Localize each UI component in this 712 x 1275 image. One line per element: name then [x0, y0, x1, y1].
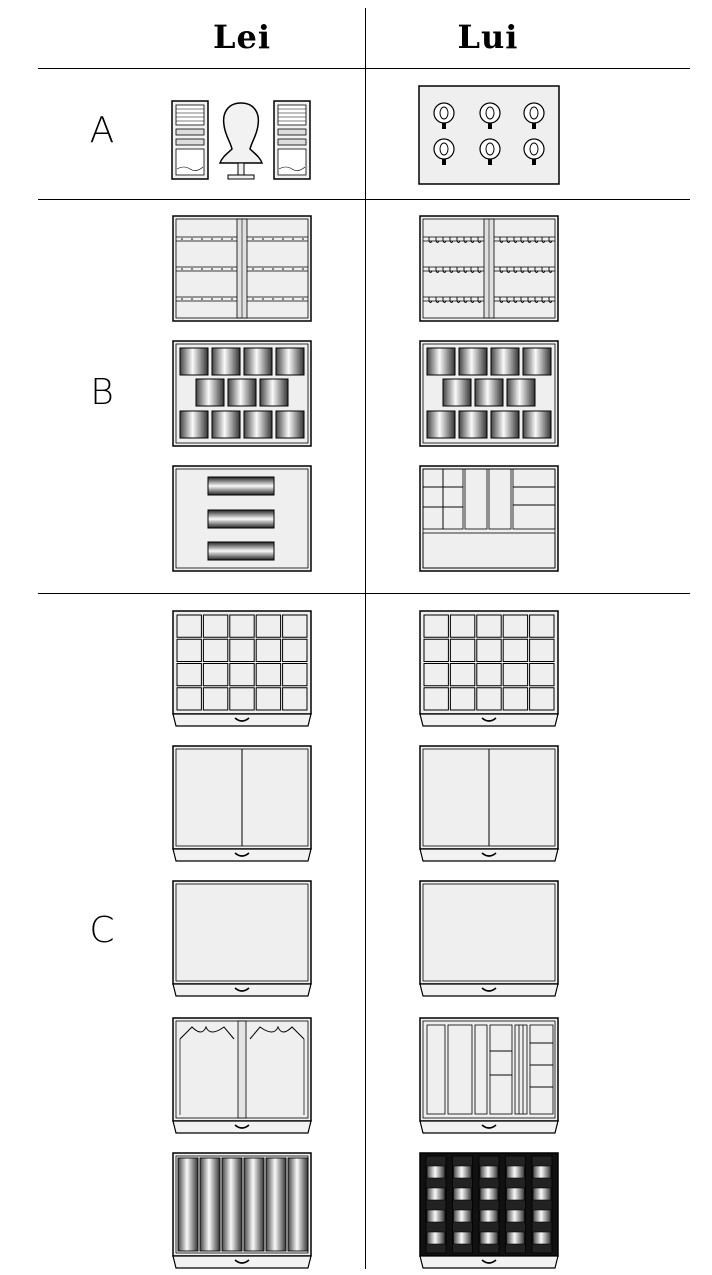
column-header-lei: Lei	[212, 18, 271, 56]
section-b-lei-hooks-tray	[172, 215, 312, 322]
section-c-lui-cufflink-drawer	[419, 1152, 559, 1269]
section-divider-bc	[38, 593, 690, 594]
section-divider-ab	[38, 199, 690, 200]
column-header-lui: Lui	[457, 18, 519, 56]
section-b-lui-cushion-tray	[419, 340, 559, 447]
section-c-lui-watch-drawer	[419, 1017, 559, 1134]
section-c-lei-split-drawer	[172, 745, 312, 862]
section-c-lei-open-drawer	[172, 880, 312, 997]
section-label-c: C	[89, 910, 115, 951]
section-c-lei-scalloped-drawer	[172, 1017, 312, 1134]
section-b-lui-hooks-tray	[419, 215, 559, 322]
column-divider	[365, 8, 366, 1269]
header-divider	[38, 68, 690, 69]
section-c-lei-roll-drawer	[172, 1152, 312, 1269]
section-a-lui-watch-winder	[418, 85, 560, 185]
section-b-lui-compartment-tray	[419, 465, 559, 572]
section-a-lei-illustration	[171, 100, 311, 180]
section-b-lei-cushion-tray	[172, 340, 312, 447]
section-label-b: B	[90, 372, 114, 413]
section-c-lui-split-drawer	[419, 745, 559, 862]
section-c-lei-grid-drawer	[172, 610, 312, 727]
section-b-lei-bar-tray	[172, 465, 312, 572]
section-c-lui-grid-drawer	[419, 610, 559, 727]
section-c-lui-open-drawer	[419, 880, 559, 997]
section-label-a: A	[89, 110, 115, 151]
